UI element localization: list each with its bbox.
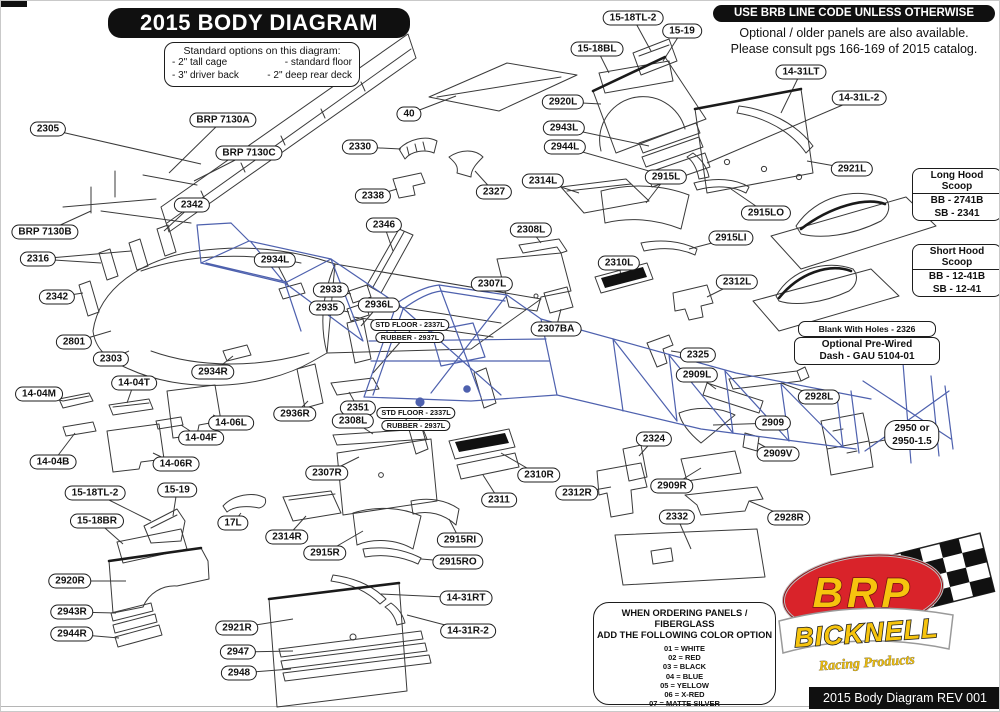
color-option: 04 = BLUE [665, 671, 704, 681]
long-hood-scoop-bb: BB - 2741B [930, 195, 984, 206]
standard-option: - 3" driver back [172, 69, 239, 81]
short-hood-scoop-sb: SB - 12-41 [932, 284, 982, 295]
short-hood-scoop-title: Short Hood Scoop [913, 245, 999, 270]
color-option: 07 = MATTE SILVER [649, 699, 720, 709]
bottom-rule [1, 706, 999, 707]
color-box-title-1: WHEN ORDERING PANELS / FIBERGLASS [621, 608, 748, 629]
standard-option: - 2" deep rear deck [267, 69, 352, 81]
short-hood-scoop-box: Short Hood Scoop BB - 12-41B SB - 12-41 [912, 244, 999, 297]
long-hood-scoop-box: Long Hood Scoop BB - 2741B SB - 2341 [912, 168, 999, 221]
dash-prewired-box: Optional Pre-Wired Dash - GAU 5104-01 [794, 337, 940, 365]
long-hood-scoop-sb: SB - 2341 [934, 208, 980, 219]
color-box-title-2: ADD THE FOLLOWING COLOR OPTION [596, 630, 773, 640]
revision-bar: 2015 Body Diagram REV 001 [809, 687, 999, 709]
dash-prewired-line1: Optional Pre-Wired [821, 339, 913, 350]
standard-option: - 2" tall cage [172, 57, 228, 68]
panel-edges [107, 55, 887, 601]
color-option: 06 = X-RED [664, 690, 705, 700]
standard-option: - standard floor [284, 57, 352, 68]
vent-fills [455, 267, 647, 452]
brb-line-code-notice: USE BRB LINE CODE UNLESS OTHERWISE NOTED [713, 5, 995, 36]
page-corner-mark [1, 1, 27, 7]
short-hood-scoop-bb: BB - 12-41B [928, 271, 986, 282]
notice-subtext: Optional / older panels are also availab… [701, 25, 999, 57]
page-title: 2015 BODY DIAGRAM [108, 8, 410, 38]
notice-line-1: Optional / older panels are also availab… [739, 26, 969, 40]
brp-bicknell-logo: BRP BICKNELL Racing Products [778, 532, 996, 675]
dash-blank-box: Blank With Holes - 2326 [798, 321, 936, 337]
standard-options-box: Standard options on this diagram: - 2" t… [164, 42, 360, 87]
notice-line-2: Please consult pgs 166-169 of 2015 catal… [730, 42, 978, 56]
leader-lines [37, 17, 913, 674]
color-option: 03 = BLACK [662, 662, 707, 672]
logo-tagline-text: Racing Products [817, 653, 915, 675]
color-option: 01 = WHITE [663, 644, 706, 653]
color-option: 05 = YELLOW [660, 680, 709, 690]
long-hood-scoop-title: Long Hood Scoop [913, 169, 999, 194]
color-option: 02 = RED [668, 653, 701, 663]
standard-options-title: Standard options on this diagram: [183, 45, 341, 57]
dash-prewired-line2: Dash - GAU 5104-01 [819, 351, 915, 362]
color-option-box: WHEN ORDERING PANELS / FIBERGLASS ADD TH… [593, 602, 776, 708]
